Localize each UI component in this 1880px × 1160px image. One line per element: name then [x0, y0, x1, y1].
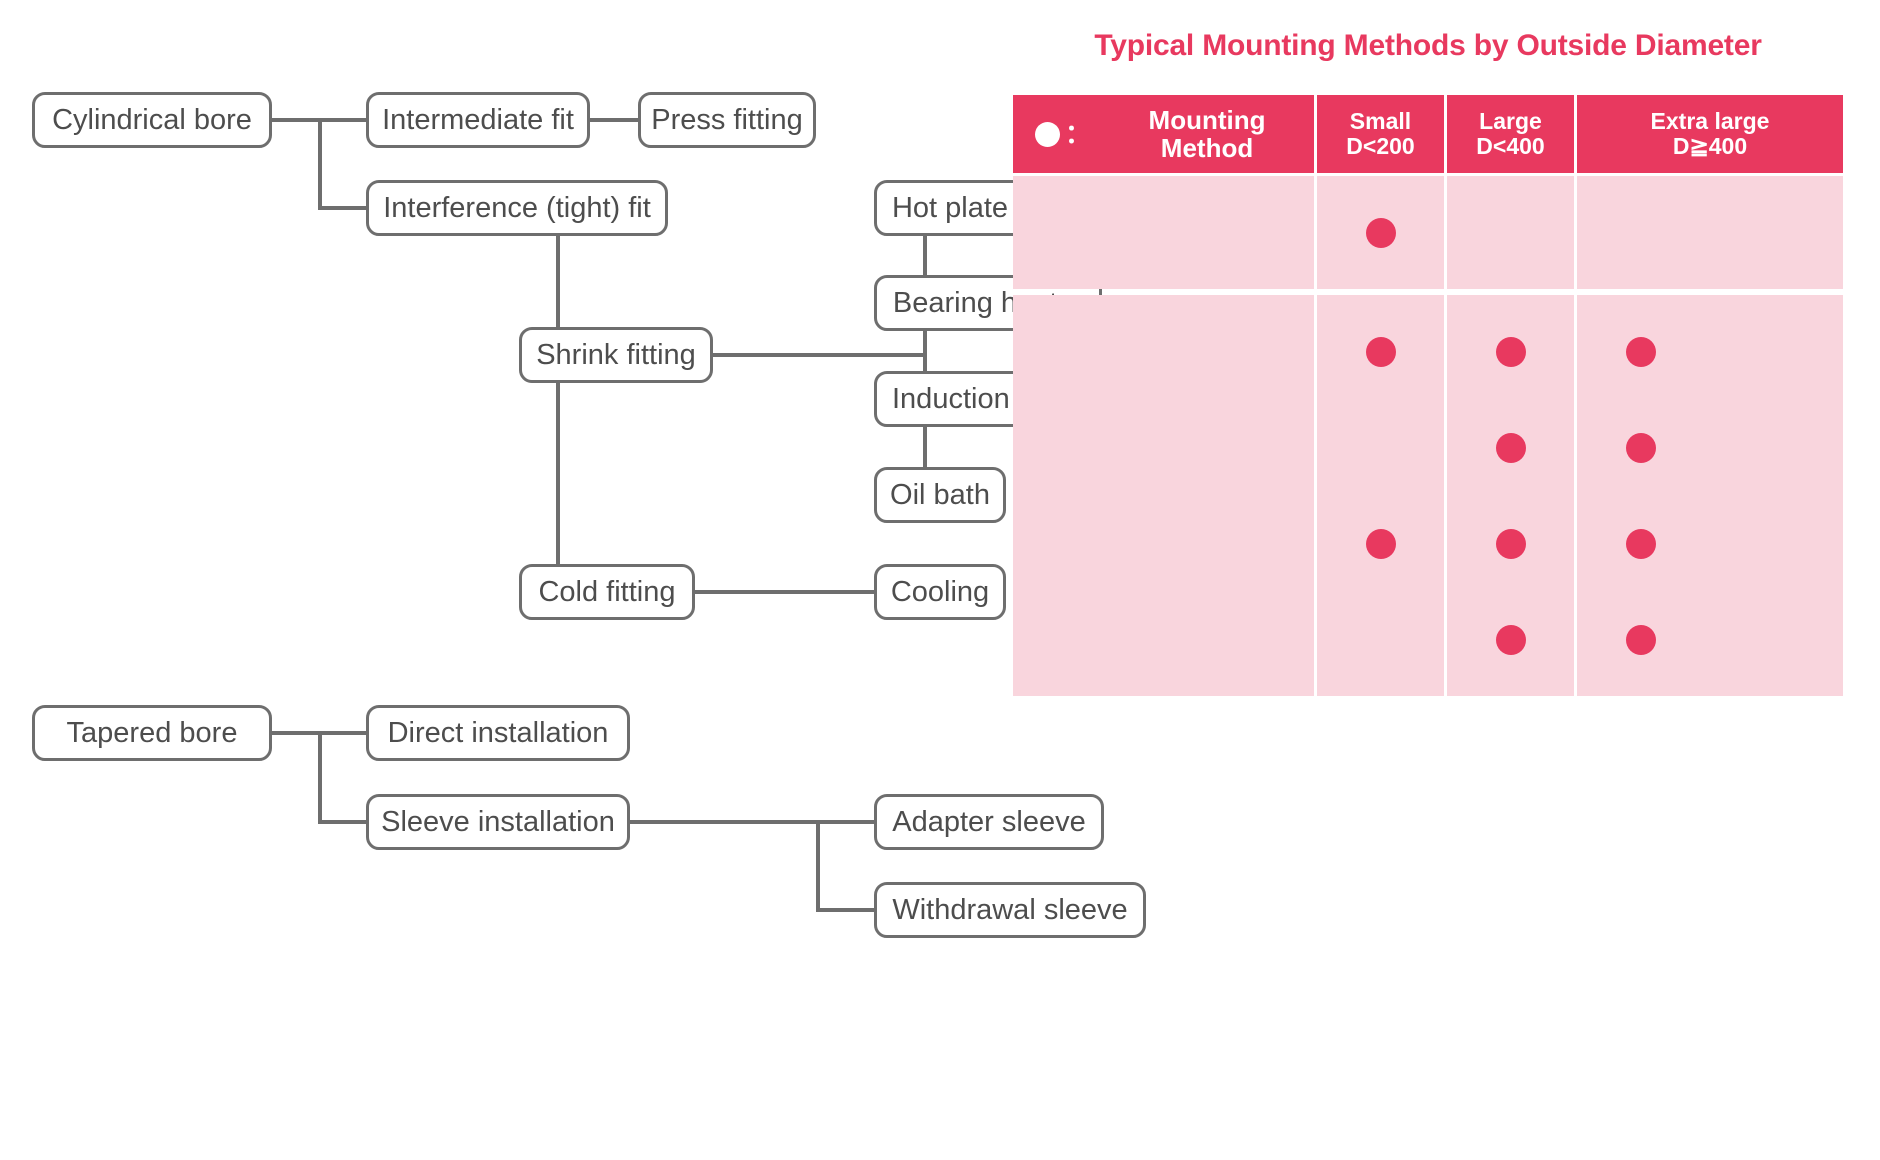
row-method-cell — [1013, 487, 1314, 600]
node-label: Hot plate — [891, 191, 1009, 224]
node-intermediate-fit[interactable]: Intermediate fit — [366, 92, 590, 148]
dot-large — [1447, 176, 1574, 289]
node-label: Withdrawal sleeve — [892, 893, 1128, 926]
dot-large — [1447, 487, 1574, 600]
node-oil-bath[interactable]: Oil bath — [874, 467, 1006, 523]
header-small-line1: Small — [1349, 108, 1412, 135]
dot-small — [1317, 487, 1444, 600]
row-xlarge-cell — [1577, 487, 1843, 600]
node-label: Cold fitting — [538, 575, 676, 608]
node-label: Interference (tight) fit — [383, 191, 651, 224]
node-label: Cylindrical bore — [52, 103, 252, 136]
node-label: Intermediate fit — [382, 103, 574, 136]
node-cooling[interactable]: Cooling — [874, 564, 1006, 620]
node-interference-fit[interactable]: Interference (tight) fit — [366, 180, 668, 236]
node-hot-plate[interactable]: Hot plate — [874, 180, 1026, 236]
dot-large — [1447, 583, 1574, 696]
row-method-cell — [1013, 295, 1314, 408]
table-row — [1013, 583, 1843, 696]
row-method-cell — [1013, 391, 1314, 504]
dot-large — [1447, 391, 1574, 504]
row-small-cell — [1317, 391, 1444, 504]
node-label: Shrink fitting — [536, 338, 696, 371]
header-cell-extra-large: Extra large D≧400 — [1577, 95, 1843, 173]
node-direct-installation[interactable]: Direct installation — [366, 705, 630, 761]
node-cylindrical-bore[interactable]: Cylindrical bore — [32, 92, 272, 148]
dot-xlarge — [1577, 487, 1704, 600]
header-colon: ： — [1065, 118, 1092, 149]
row-method-cell — [1013, 176, 1314, 289]
header-cell-method: ： Mounting Method — [1013, 95, 1314, 173]
row-method-cell — [1013, 583, 1314, 696]
header-xlarge-line2: D≧400 — [1672, 133, 1748, 159]
node-label: Adapter sleeve — [892, 805, 1086, 838]
dot-small — [1317, 583, 1444, 696]
dot-small — [1317, 176, 1444, 289]
table-row — [1013, 176, 1843, 289]
header-method-label: Mounting Method — [1148, 104, 1266, 163]
node-label: Tapered bore — [66, 716, 238, 749]
connector-interference-to-cold — [519, 355, 560, 594]
dot-large — [1447, 295, 1574, 408]
node-label: Oil bath — [890, 478, 990, 511]
header-large-line1: Large — [1479, 108, 1542, 135]
node-cold-fitting[interactable]: Cold fitting — [519, 564, 695, 620]
connector-cylindrical-to-interference — [272, 118, 366, 210]
node-label: Cooling — [890, 575, 990, 608]
dot-xlarge — [1577, 176, 1704, 289]
header-xlarge-line1: Extra large — [1650, 108, 1770, 135]
header-large-line2: D<400 — [1476, 133, 1545, 159]
header-small-line2: D<200 — [1346, 133, 1415, 159]
table-row — [1013, 487, 1843, 600]
node-adapter-sleeve[interactable]: Adapter sleeve — [874, 794, 1104, 850]
node-label: Direct installation — [387, 716, 609, 749]
node-label: Sleeve installation — [381, 805, 615, 838]
table-title: Typical Mounting Methods by Outside Diam… — [1094, 29, 1762, 62]
dot-xlarge — [1577, 391, 1704, 504]
node-tapered-bore[interactable]: Tapered bore — [32, 705, 272, 761]
row-large-cell — [1447, 176, 1574, 289]
node-shrink-fitting[interactable]: Shrink fitting — [519, 327, 713, 383]
row-xlarge-cell — [1577, 391, 1843, 504]
row-xlarge-cell — [1577, 295, 1843, 408]
filled-circle-icon — [1035, 121, 1060, 147]
node-sleeve-installation[interactable]: Sleeve installation — [366, 794, 630, 850]
connector-sleeve-to-withdrawal — [816, 822, 874, 912]
dot-small — [1317, 295, 1444, 408]
table-row — [1013, 391, 1843, 504]
table-header-row: ： Mounting Method Small D<200 Large D<40… — [1013, 95, 1843, 173]
dot-xlarge — [1577, 295, 1704, 408]
connector-tapered-to-sleeve — [318, 733, 366, 824]
row-xlarge-cell — [1577, 583, 1843, 696]
node-press-fitting[interactable]: Press fitting — [638, 92, 816, 148]
mounting-methods-table: Typical Mounting Methods by Outside Diam… — [1013, 29, 1843, 765]
table-row — [1013, 295, 1843, 408]
header-cell-small: Small D<200 — [1317, 95, 1444, 173]
row-xlarge-cell — [1577, 176, 1843, 289]
table-body — [1013, 176, 1843, 765]
row-small-cell — [1317, 583, 1444, 696]
node-withdrawal-sleeve[interactable]: Withdrawal sleeve — [874, 882, 1146, 938]
header-cell-large: Large D<400 — [1447, 95, 1574, 173]
node-label: Press fitting — [651, 103, 803, 136]
dot-xlarge — [1577, 583, 1704, 696]
